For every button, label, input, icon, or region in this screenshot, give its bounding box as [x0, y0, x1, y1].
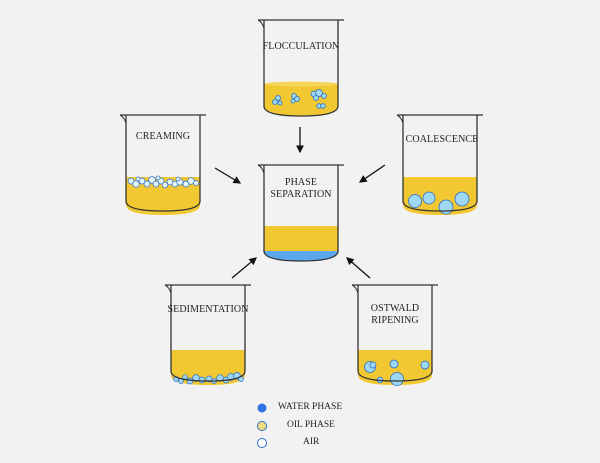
arrows: [214, 127, 386, 279]
beaker-flocculation: [257, 19, 345, 117]
label-ostwald-line1: OSTWALD: [370, 303, 420, 314]
beaker-ostwald: [351, 284, 439, 386]
air-dot: [257, 438, 267, 448]
legend-oil: OIL PHASE: [287, 420, 335, 430]
label-ostwald-line2: RIPENING: [371, 315, 419, 326]
oil-phase-dot: [257, 421, 267, 431]
beaker-sedimentation: [164, 284, 252, 385]
label-creaming: CREAMING: [135, 131, 191, 142]
water-phase-dot: [257, 403, 267, 413]
label-ostwald: OSTWALD RIPENING: [352, 303, 438, 327]
label-flocculation: FLOCCULATION: [262, 41, 340, 52]
legend-water: WATER PHASE: [278, 402, 343, 412]
beaker-phase-separation: [257, 164, 345, 262]
label-phase-separation: PHASE SEPARATION: [258, 177, 344, 201]
legend-air: AIR: [303, 437, 320, 447]
label-coalescence: COALESCENCE: [405, 134, 479, 145]
beaker-coalescence: [396, 114, 484, 215]
label-phase-line2: SEPARATION: [270, 189, 332, 200]
legend-dots: [257, 403, 267, 448]
label-sedimentation: SEDIMENTATION: [167, 304, 249, 315]
label-phase-line1: PHASE: [284, 177, 318, 188]
beaker-creaming: [119, 114, 207, 215]
